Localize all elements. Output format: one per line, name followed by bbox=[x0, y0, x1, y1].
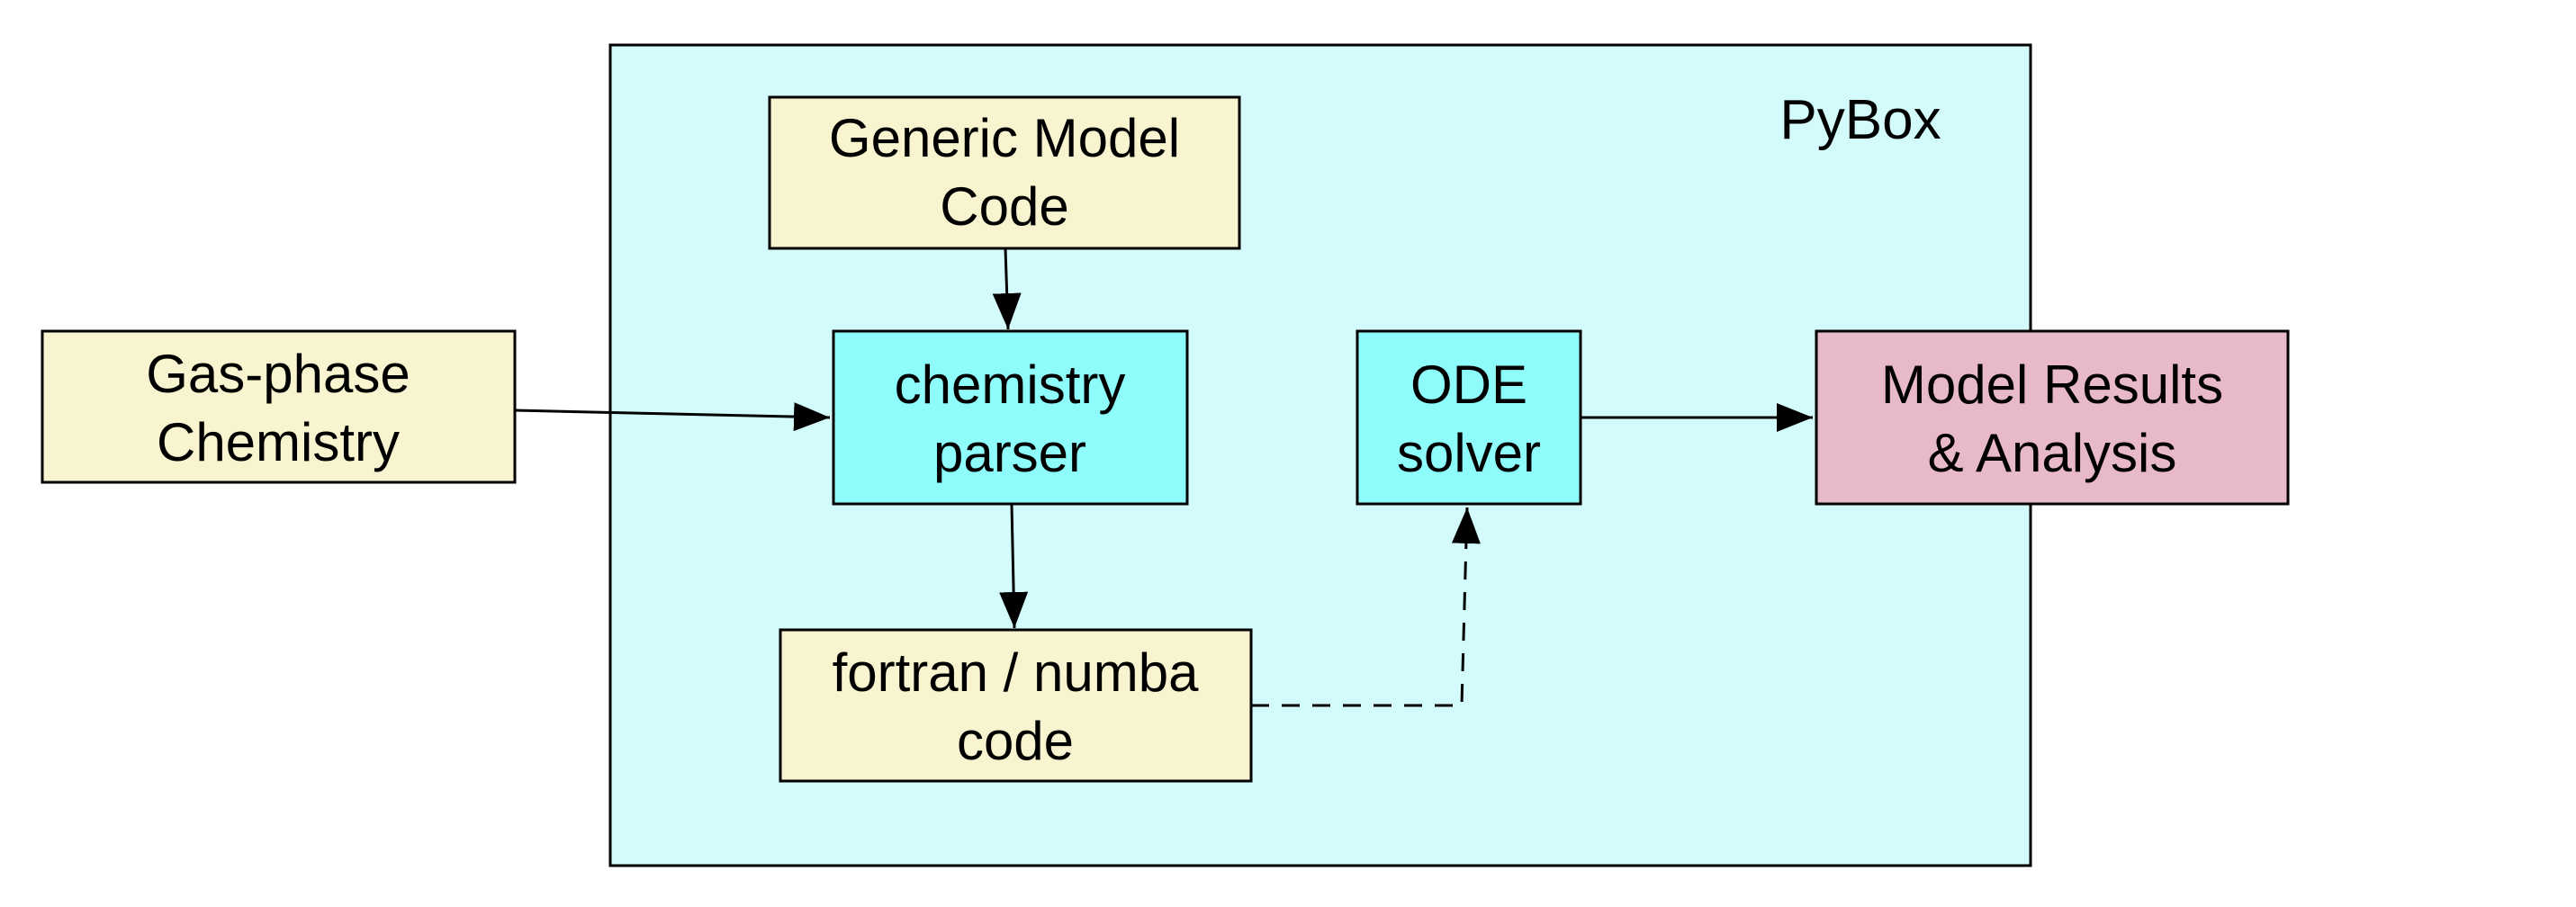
edge-gasphase-to-parser bbox=[514, 402, 831, 432]
node-ode-solver-box bbox=[1356, 329, 1582, 506]
node-ode-solver: ODE solver bbox=[1356, 329, 1582, 506]
node-ode-solver-line2: solver bbox=[1397, 423, 1541, 483]
node-generic-model-code-line2: Code bbox=[940, 176, 1068, 237]
node-fortran-numba-code-box bbox=[779, 628, 1253, 783]
edges bbox=[514, 247, 1813, 707]
node-generic-model-code: Generic Model Code bbox=[768, 95, 1241, 250]
node-chemistry-parser-box bbox=[832, 329, 1189, 506]
node-gas-phase-chemistry-line2: Chemistry bbox=[157, 412, 400, 472]
pybox-title: PyBox bbox=[1779, 89, 1941, 151]
edge-fortran-to-ode bbox=[1251, 507, 1481, 707]
node-chemistry-parser-line2: parser bbox=[933, 423, 1086, 483]
node-chemistry-parser-line1: chemistry bbox=[895, 355, 1126, 415]
node-model-results: Model Results & Analysis bbox=[1815, 329, 2290, 506]
node-gas-phase-chemistry-box bbox=[41, 329, 517, 484]
node-generic-model-code-box bbox=[768, 95, 1241, 250]
node-fortran-numba-code: fortran / numba code bbox=[779, 628, 1253, 783]
node-ode-solver-line1: ODE bbox=[1410, 355, 1527, 415]
node-model-results-line2: & Analysis bbox=[1928, 423, 2177, 483]
node-fortran-numba-code-line2: code bbox=[957, 711, 1074, 771]
edge-generic-to-parser bbox=[992, 247, 1022, 330]
node-gas-phase-chemistry-line1: Gas-phase bbox=[146, 344, 410, 404]
node-generic-model-code-line1: Generic Model bbox=[829, 108, 1180, 168]
node-gas-phase-chemistry: Gas-phase Chemistry bbox=[41, 329, 517, 484]
node-model-results-box bbox=[1815, 329, 2290, 506]
node-chemistry-parser: chemistry parser bbox=[832, 329, 1189, 506]
edge-parser-to-fortran bbox=[999, 503, 1029, 629]
node-fortran-numba-code-line1: fortran / numba bbox=[833, 642, 1200, 703]
node-model-results-line1: Model Results bbox=[1881, 355, 2223, 415]
